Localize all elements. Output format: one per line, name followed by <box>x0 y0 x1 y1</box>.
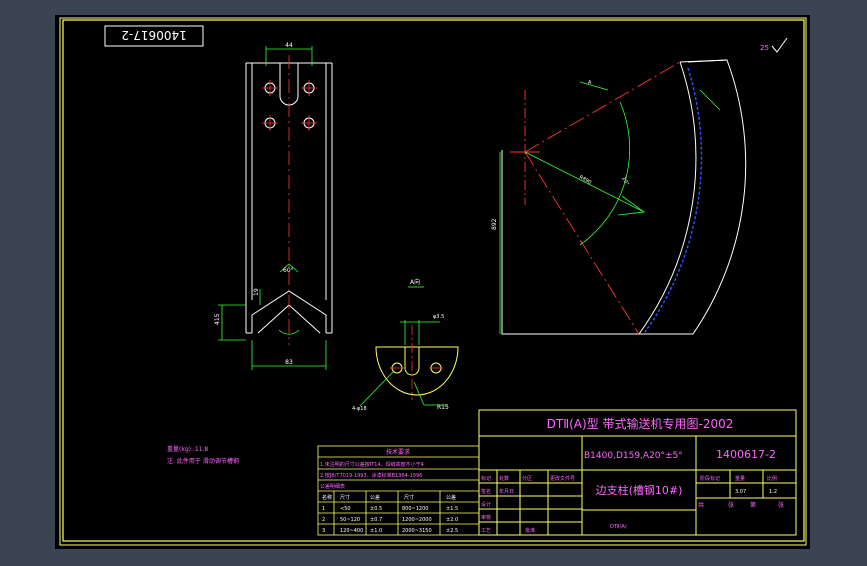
svg-text:更改文件号: 更改文件号 <box>550 475 575 482</box>
svg-text:共: 共 <box>698 501 704 509</box>
svg-text:±1.0: ±1.0 <box>370 528 382 534</box>
svg-text:比例: 比例 <box>767 475 777 482</box>
svg-text:1:2: 1:2 <box>769 489 777 495</box>
dim-radius: R15 <box>437 404 449 411</box>
svg-text:审核: 审核 <box>481 514 491 521</box>
roughness-label: 25 <box>760 44 769 52</box>
svg-text:标记: 标记 <box>481 475 491 482</box>
tech-table <box>317 445 480 536</box>
outer-frame <box>59 17 807 546</box>
part-name: 边支柱(槽钢10#) <box>596 483 683 497</box>
svg-text:2: 2 <box>322 517 325 523</box>
dim-angle-small: 60° <box>283 267 294 274</box>
svg-text:1200~2000: 1200~2000 <box>402 517 432 523</box>
dim-top-width: 44 <box>285 42 293 49</box>
svg-text:重量: 重量 <box>735 475 745 482</box>
svg-text:120~400: 120~400 <box>340 528 363 534</box>
svg-text:3.07: 3.07 <box>735 489 746 495</box>
front-dimensions <box>218 46 327 370</box>
dim-bottom-width: 83 <box>285 359 293 366</box>
dim-angle-arc: 20° <box>620 176 630 187</box>
company-name: DTⅡ(A) <box>610 524 627 530</box>
svg-text:50~120: 50~120 <box>340 517 360 523</box>
side-view <box>501 59 747 335</box>
dim-slot: φ3.5 <box>433 314 444 320</box>
dim-holes: 4-φ18 <box>352 406 367 412</box>
inner-frame <box>62 19 805 542</box>
a-view-dimensions <box>359 320 448 407</box>
view-label: A向 <box>410 278 420 286</box>
note-weight: 重量(kg): 11.8 <box>167 445 208 453</box>
svg-text:2000~3150: 2000~3150 <box>402 528 432 534</box>
tech-table-title: 公差明细表 <box>320 483 345 490</box>
svg-text:800~1200: 800~1200 <box>402 506 428 512</box>
svg-text:张: 张 <box>728 501 734 509</box>
stamp-code: 1400617-2 <box>121 28 186 42</box>
svg-text:±2.0: ±2.0 <box>446 517 458 523</box>
side-view-marker: A <box>588 80 592 86</box>
sign-labels: 标记 处数 分区 更改文件号 签名 年月日 设计 审核 工艺 批准 <box>481 475 575 534</box>
spec-text: B1400,D159,A20°±5° <box>584 451 683 461</box>
svg-text:年月日: 年月日 <box>499 488 514 495</box>
sheet-labels: 共 张 第 张 <box>698 501 784 509</box>
note-remark: 注: 此件用于 滑动调节槽钢 <box>167 457 239 465</box>
dim-h-small: 19 <box>253 288 260 296</box>
svg-text:处数: 处数 <box>499 475 509 482</box>
dim-r-diag: R890 <box>578 174 592 185</box>
svg-text:<50: <50 <box>340 506 351 512</box>
tech-title: 技术要求 <box>386 448 410 456</box>
dim-height-left: 415 <box>214 313 221 325</box>
svg-text:第: 第 <box>750 501 756 509</box>
svg-text:±1.5: ±1.5 <box>446 506 458 512</box>
svg-text:名称: 名称 <box>322 494 332 501</box>
svg-text:批准: 批准 <box>525 527 535 534</box>
title-block <box>478 409 797 536</box>
hole-centerlines <box>262 55 317 345</box>
drawing-number: 1400617-2 <box>716 448 776 461</box>
stamp-box <box>104 25 204 47</box>
svg-text:±2.5: ±2.5 <box>446 528 458 534</box>
svg-text:工艺: 工艺 <box>481 528 491 534</box>
tech-table-header: 名称 尺寸 公差 尺寸 公差 <box>322 494 456 501</box>
svg-text:公差: 公差 <box>370 494 380 501</box>
roughness-symbol: 25 <box>760 37 788 53</box>
svg-text:尺寸: 尺寸 <box>404 494 414 501</box>
stage-values: 3.07 1:2 <box>735 489 777 495</box>
stage-labels: 阶段标记 重量 比例 <box>700 475 777 482</box>
a-view-centerlines <box>390 325 443 400</box>
svg-text:3: 3 <box>322 528 325 534</box>
svg-text:±0.7: ±0.7 <box>370 517 382 523</box>
svg-text:尺寸: 尺寸 <box>340 494 350 501</box>
tech-line2: 2.按JB/T7019-1993，涂漆标准B1364-1996 <box>320 472 422 479</box>
svg-text:±0.5: ±0.5 <box>370 506 382 512</box>
title-main: DTⅡ(A)型 带式输送机专用图-2002 <box>547 416 734 431</box>
svg-text:张: 张 <box>778 501 784 509</box>
dim-r-vert: 892 <box>491 218 498 230</box>
drawing-sheet <box>55 15 810 549</box>
svg-text:分区: 分区 <box>522 475 532 482</box>
svg-text:公差: 公差 <box>446 494 456 501</box>
svg-text:1: 1 <box>322 506 325 512</box>
svg-text:设计: 设计 <box>481 501 491 508</box>
tech-table-rows: 1 <50 ±0.5 800~1200 ±1.5 2 50~120 ±0.7 1… <box>322 506 458 534</box>
tech-line1: 1.未注明的尺寸公差按IT14，焊缝高度不小于4 <box>320 461 424 468</box>
svg-text:签名: 签名 <box>481 488 491 495</box>
side-dimensions <box>499 81 721 334</box>
svg-text:阶段标记: 阶段标记 <box>700 475 720 482</box>
